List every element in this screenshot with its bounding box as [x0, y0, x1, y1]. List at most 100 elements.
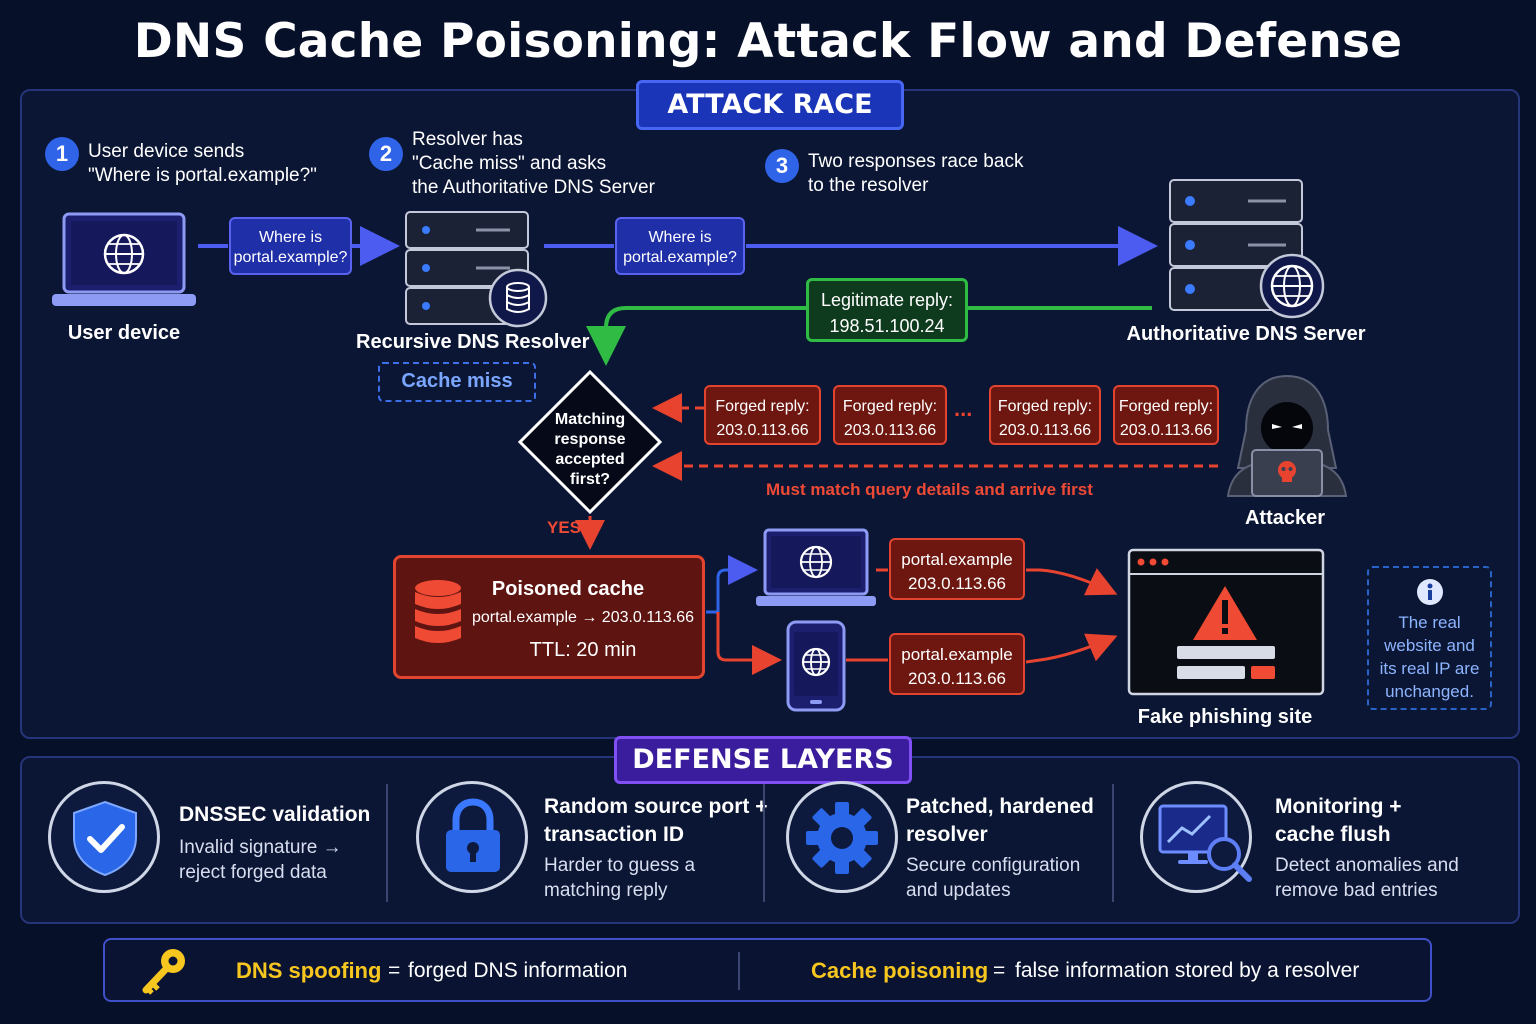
query-box-2: Where is portal.example? — [615, 217, 745, 275]
forged-reply-1: Forged reply: 203.0.113.66 — [704, 385, 821, 445]
legit-reply-line2: 198.51.100.24 — [829, 316, 945, 336]
step-1-text: User device sends "Where is portal.examp… — [88, 140, 317, 188]
cache-miss-tag: Cache miss — [378, 362, 536, 402]
page-title: DNS Cache Poisoning: Attack Flow and Def… — [133, 14, 1403, 69]
glossary-term-cache-poisoning: Cache poisoning — [811, 958, 989, 983]
forged-reply-3-line1: Forged reply: — [997, 398, 1093, 415]
result-box-phone: portal.example 203.0.113.66 — [889, 633, 1025, 695]
query-1-line2: portal.example? — [233, 249, 348, 266]
decision-line1: Matching — [554, 411, 626, 428]
monitor-magnifier-icon — [1158, 804, 1252, 882]
defense-1-title: DNSSEC validation — [179, 801, 370, 829]
forged-reply-1-line2: 203.0.113.66 — [716, 422, 809, 439]
defense-4-title-line2: cache flush — [1275, 823, 1391, 846]
defense-1-title-line1: DNSSEC validation — [179, 803, 371, 826]
defense-2-title-line1: Random source port + — [544, 795, 768, 818]
forged-ellipsis: ... — [954, 396, 973, 421]
glossary-def-spoofing: forged DNS information — [408, 959, 628, 982]
query-box-1: Where is portal.example? — [229, 217, 352, 275]
glossary-term-spoofing: DNS spoofing — [236, 958, 382, 983]
decision-line4: first? — [570, 471, 610, 488]
defense-2-desc-line2: matching reply — [544, 880, 668, 901]
laptop-globe-icon — [52, 212, 196, 306]
defense-2-desc-line1: Harder to guess a — [544, 855, 696, 876]
glossary-equals-2: = — [993, 959, 1006, 982]
forged-reply-4-line1: Forged reply: — [1118, 398, 1214, 415]
database-icon — [415, 580, 461, 643]
decision-diamond — [518, 370, 663, 515]
query-2-line2: portal.example? — [623, 249, 737, 266]
defense-1-desc-line1: Invalid signature → — [179, 837, 342, 858]
query-1-line1: Where is — [258, 229, 323, 246]
attacker-label: Attacker — [1244, 507, 1326, 529]
poison-to-phone — [716, 612, 782, 675]
victim-phone-globe-icon — [786, 620, 846, 712]
defense-3-title: Patched, hardened resolver — [906, 793, 1094, 849]
gear-icon — [806, 802, 878, 874]
poisoned-cache-ttl: TTL: 20 min — [529, 639, 637, 661]
result-1-line1: portal.example — [901, 550, 1013, 569]
step-2-number: 2 — [369, 137, 403, 171]
step-3-number: 3 — [765, 149, 799, 183]
key-icon — [142, 949, 185, 995]
legit-reply-line1: Legitimate reply: — [820, 290, 954, 310]
defense-3-title-line2: resolver — [906, 823, 988, 846]
forged-reply-2: Forged reply: 203.0.113.66 — [833, 385, 947, 445]
match-note: Must match query details and arrive firs… — [766, 480, 1093, 499]
defense-1-desc: Invalid signature → reject forged data — [179, 835, 342, 885]
defense-3-desc-line1: Secure configuration — [906, 855, 1081, 876]
defense-layers-heading: DEFENSE LAYERS — [614, 736, 912, 784]
result-to-site-1 — [1026, 568, 1118, 596]
forged-reply-2-line2: 203.0.113.66 — [843, 422, 937, 439]
resolver-label: Recursive DNS Resolver — [356, 331, 590, 353]
defense-4-desc-line2: remove bad entries — [1275, 880, 1438, 901]
attack-race-heading: ATTACK RACE — [636, 80, 904, 130]
forged-reply-1-line1: Forged reply: — [715, 398, 810, 415]
decision-text: Matching response accepted first? — [530, 410, 650, 490]
shield-check-icon — [73, 800, 137, 877]
info-line1: The real — [1398, 613, 1461, 632]
hooded-attacker-icon — [1226, 374, 1348, 497]
authoritative-server-icon — [1169, 179, 1325, 319]
defense-2-title: Random source port + transaction ID — [544, 793, 767, 849]
defense-3-desc: Secure configuration and updates — [906, 853, 1080, 903]
step-3-line1: Two responses race back — [808, 151, 1024, 172]
forged-reply-4: Forged reply: 203.0.113.66 — [1113, 385, 1219, 445]
forged-reply-2-line1: Forged reply: — [842, 398, 938, 415]
legitimate-reply-box: Legitimate reply: 198.51.100.24 — [806, 278, 968, 342]
step-2-line1: Resolver has — [412, 129, 523, 150]
defense-4-title-line1: Monitoring + — [1275, 795, 1402, 818]
phishing-browser-warning-icon — [1127, 548, 1325, 696]
defense-4-title: Monitoring + cache flush — [1275, 793, 1402, 849]
authoritative-label: Authoritative DNS Server — [1126, 323, 1366, 345]
defense-divider-2 — [763, 784, 765, 902]
step-3-line2: to the resolver — [808, 175, 929, 196]
forged-reply-4-line2: 203.0.113.66 — [1119, 422, 1213, 439]
info-note-box — [1367, 566, 1492, 710]
padlock-icon — [446, 798, 500, 872]
info-note-text: The real website and its real IP are unc… — [1369, 611, 1490, 703]
step-2-line2: "Cache miss" and asks — [412, 153, 607, 174]
query-2-line1: Where is — [648, 229, 712, 246]
result-1-line2: 203.0.113.66 — [908, 574, 1006, 593]
defense-divider-1 — [386, 784, 388, 902]
defense-2-desc: Harder to guess a matching reply — [544, 853, 695, 903]
info-line4: unchanged. — [1385, 682, 1474, 701]
legit-arrow-b — [586, 306, 806, 366]
info-line3: its real IP are — [1379, 659, 1480, 678]
resolver-server-icon — [405, 211, 548, 328]
poisoned-cache-title: Poisoned cache — [491, 578, 645, 600]
step-1-line1: User device sends — [88, 141, 245, 162]
step-1-number: 1 — [45, 137, 79, 171]
step-2-line3: the Authoritative DNS Server — [412, 177, 655, 198]
defense-4-desc: Detect anomalies and remove bad entries — [1275, 853, 1459, 903]
user-device-label: User device — [67, 322, 181, 344]
defense-4-desc-line1: Detect anomalies and — [1275, 855, 1459, 876]
defense-2-title-line2: transaction ID — [544, 823, 685, 846]
decision-line3: accepted — [555, 451, 625, 468]
glossary-bar — [103, 938, 1432, 1002]
glossary-def-cache-poisoning: false information stored by a resolver — [1015, 959, 1360, 982]
step-2-text: Resolver has "Cache miss" and asks the A… — [412, 128, 655, 200]
fake-site-label: Fake phishing site — [1137, 706, 1313, 728]
